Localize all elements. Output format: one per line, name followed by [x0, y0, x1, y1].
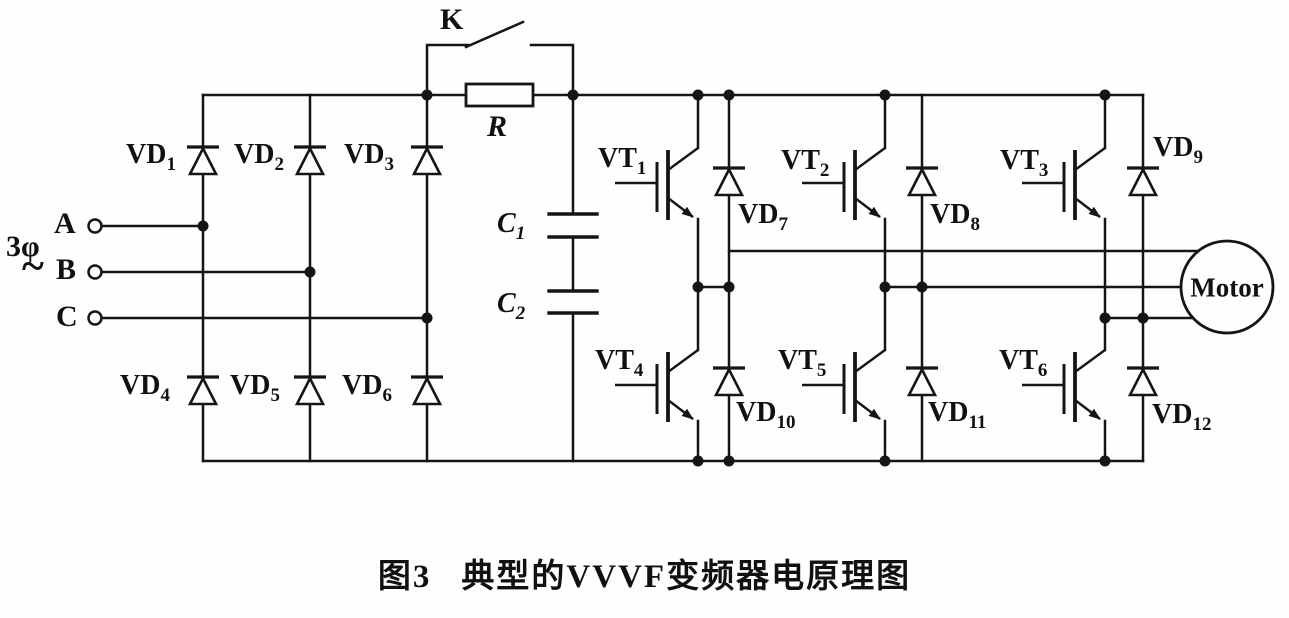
- motor-circle: [1179, 239, 1275, 335]
- diode-vd12-symbol: [1125, 366, 1161, 397]
- label-resistor-r: R: [487, 110, 508, 143]
- resistor-r-symbol: [464, 82, 535, 108]
- label-vt3: VT3: [1000, 145, 1049, 181]
- caption-title: 典型的VVVF变频器电原理图: [461, 559, 912, 595]
- diode-vd10-symbol: [711, 366, 747, 397]
- diode-vd6-symbol: [409, 375, 445, 406]
- label-vt2: VT2: [781, 145, 830, 181]
- switch-k-left-lead: [425, 43, 470, 97]
- label-switch-k: K: [440, 3, 464, 36]
- label-vt6: VT6: [999, 345, 1048, 381]
- terminal-b-circle: [87, 264, 103, 280]
- diode-vd11-symbol: [904, 366, 940, 397]
- label-vt5: VT5: [778, 345, 827, 381]
- figure-caption: 图3 典型的VVVF变频器电原理图: [0, 549, 1289, 597]
- label-vt4: VT4: [595, 345, 644, 381]
- label-c1: C1: [497, 208, 526, 244]
- motor-label: Motor: [1190, 272, 1264, 303]
- label-c2: C2: [497, 288, 526, 324]
- switch-k-blade: [464, 20, 525, 49]
- diode-vd9-symbol: [1125, 166, 1161, 197]
- label-vd11: VD11: [928, 397, 987, 433]
- label-vt1: VT1: [598, 143, 647, 179]
- label-vd5: VD5: [230, 370, 280, 406]
- terminal-c-circle: [87, 310, 103, 326]
- diode-vd1-symbol: [185, 145, 221, 176]
- junction-dots: [197, 89, 1149, 467]
- label-ac-symbol: ~: [22, 244, 44, 290]
- diode-vd7-symbol: [711, 166, 747, 197]
- input-terminals: [87, 218, 103, 326]
- label-three-phase: 3φ: [6, 230, 40, 263]
- diode-vd5-symbol: [292, 375, 328, 406]
- label-vd8: VD8: [930, 199, 980, 235]
- label-terminal-c: C: [56, 300, 78, 333]
- label-terminal-a: A: [54, 207, 76, 240]
- label-vd7: VD7: [738, 199, 788, 235]
- switch-k-right-lead: [529, 43, 575, 97]
- label-vd10: VD10: [736, 397, 796, 433]
- label-vd1: VD1: [126, 139, 176, 175]
- caption-figure-number: 图3: [377, 559, 432, 595]
- terminal-a-circle: [87, 218, 103, 234]
- label-vd2: VD2: [234, 139, 284, 175]
- label-vd12: VD12: [1152, 399, 1212, 435]
- diode-vd2-symbol: [292, 145, 328, 176]
- label-vd3: VD3: [344, 139, 394, 175]
- label-vd4: VD4: [120, 370, 170, 406]
- diode-vd8-symbol: [904, 166, 940, 197]
- diode-vd4-symbol: [185, 375, 221, 406]
- label-terminal-b: B: [56, 253, 77, 286]
- label-vd6: VD6: [342, 370, 392, 406]
- label-vd9: VD9: [1153, 132, 1203, 168]
- diode-vd3-symbol: [409, 145, 445, 176]
